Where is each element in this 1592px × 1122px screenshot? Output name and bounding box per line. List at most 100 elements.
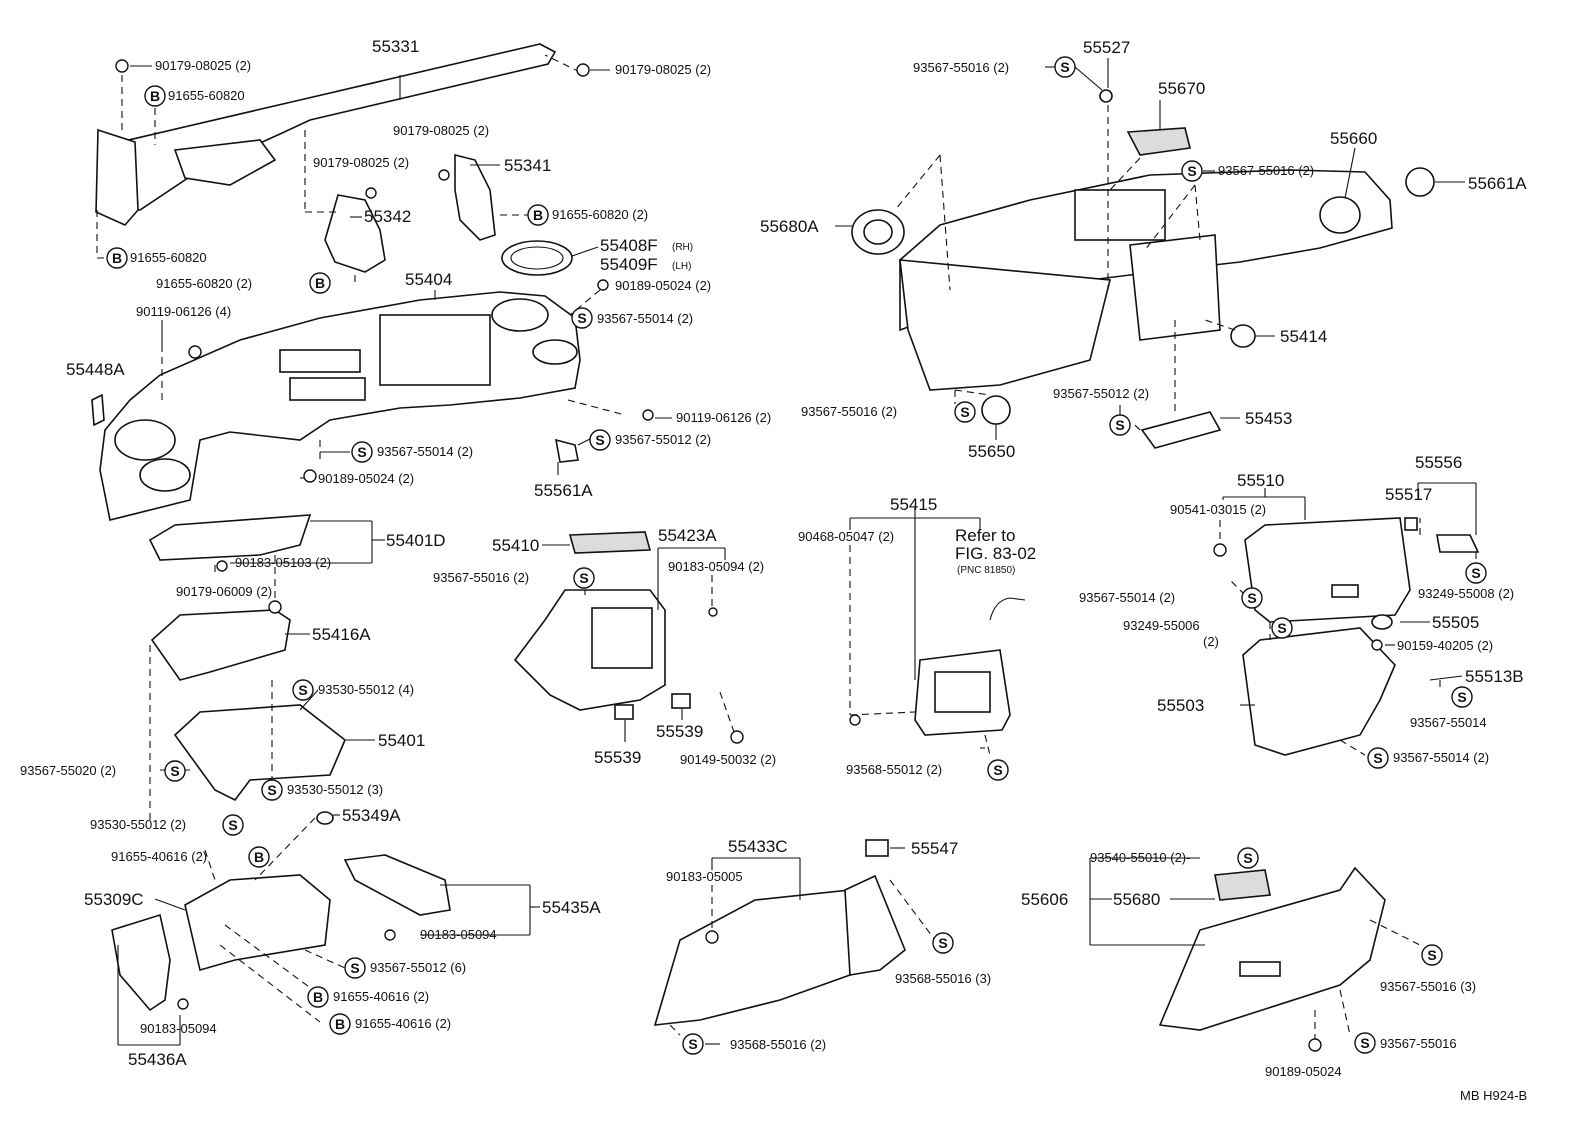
clip-55448a <box>91 393 105 427</box>
vent-55650 <box>981 395 1011 425</box>
label-55410: 55410 <box>492 536 539 555</box>
label-90183-05103: 90183-05103 (2) <box>235 555 331 570</box>
label-93249-55006: 93249-55006 <box>1123 618 1200 633</box>
switch-55680 <box>1214 869 1271 901</box>
footer-code: MB H924-B <box>1460 1088 1527 1103</box>
svg-text:S: S <box>1471 565 1480 581</box>
bolt-icon <box>1371 639 1383 651</box>
label-55436a: 55436A <box>128 1050 187 1069</box>
bracket-55401 <box>173 704 346 802</box>
s-symbol: S <box>1421 944 1443 966</box>
harness-wire <box>989 597 1026 621</box>
s-symbol: S <box>1054 56 1076 78</box>
label-55661a: 55661A <box>1468 174 1527 193</box>
svg-text:S: S <box>1373 750 1382 766</box>
label-90119-06126: 90119-06126 (4) <box>136 304 231 319</box>
panel-right-duct <box>532 339 578 365</box>
s-symbol: S <box>573 567 595 589</box>
bracket-55435a <box>343 854 451 916</box>
vent-55660 <box>1319 196 1361 234</box>
s-symbol: S <box>344 957 366 979</box>
fastener-symbols: B B B B S S S S S S S B S B B S S S S S … <box>106 56 1487 1055</box>
pad-55410 <box>568 531 652 554</box>
label-90179-08025: 90179-08025 (2) <box>393 123 489 138</box>
label-55556: 55556 <box>1415 453 1462 472</box>
svg-text:B: B <box>533 207 543 223</box>
b-symbol: B <box>106 247 128 269</box>
bolt-icon <box>642 409 654 421</box>
svg-text:B: B <box>112 250 122 266</box>
label-55408f: 55408F <box>600 236 658 255</box>
clip-55539-a <box>614 704 634 720</box>
label-93567-55014: 93567-55014 (2) <box>377 444 473 459</box>
label-90179-08025: 90179-08025 (2) <box>615 62 711 77</box>
label-93567-55014: 93567-55014 (2) <box>1079 590 1175 605</box>
panel-left-duct <box>139 458 191 492</box>
svg-text:S: S <box>350 960 359 976</box>
nut-icon <box>438 169 450 181</box>
svg-text:B: B <box>313 989 323 1005</box>
glove-box-latch <box>1331 584 1359 598</box>
svg-text:B: B <box>335 1016 345 1032</box>
b-symbol: B <box>307 986 329 1008</box>
label-90183-05094: 90183-05094 <box>420 927 497 942</box>
label-93567-55012: 93567-55012 (6) <box>370 960 466 975</box>
svg-text:B: B <box>150 88 160 104</box>
s-symbol: S <box>261 779 283 801</box>
dash-center-stack <box>1129 234 1221 341</box>
nut-icon <box>576 63 590 77</box>
svg-text:S: S <box>1243 850 1252 866</box>
panel-slot-2 <box>289 377 366 401</box>
label-55414: 55414 <box>1280 327 1327 346</box>
panel-cluster-opening <box>379 314 491 386</box>
label-55404: 55404 <box>405 270 452 289</box>
label-55342: 55342 <box>364 207 411 226</box>
clip-55539-b <box>671 693 691 709</box>
label-55561a: 55561A <box>534 481 593 500</box>
label-91655-40616: 91655-40616 (2) <box>333 989 429 1004</box>
label-93567-55016: 93567-55016 (2) <box>1218 163 1314 178</box>
stop-55517 <box>1404 517 1418 531</box>
label-55680a: 55680A <box>760 217 819 236</box>
label-93540-55010: 93540-55010 (2)- <box>1090 850 1190 865</box>
svg-text:S: S <box>938 935 947 951</box>
s-symbol: S <box>1367 747 1389 769</box>
label-55448a: 55448A <box>66 360 125 379</box>
bracket-55416a <box>150 609 291 681</box>
vent-55670 <box>1126 127 1191 156</box>
label-90183-05005: 90183-05005 <box>666 869 743 884</box>
s-symbol: S <box>1241 587 1263 609</box>
bezel-opening <box>934 671 991 713</box>
b-symbol: B <box>329 1013 351 1035</box>
svg-text:S: S <box>1060 59 1069 75</box>
lock-55505 <box>1371 614 1393 630</box>
b-symbol: B <box>527 204 549 226</box>
label-90119-06126: 90119-06126 (2) <box>676 410 771 425</box>
label-93567-55016: 93567-55016 (3) <box>1380 979 1476 994</box>
label-93567-55016: 93567-55016 (2) <box>801 404 897 419</box>
svg-text:S: S <box>1457 689 1466 705</box>
label-93567-55012: 93567-55012 (2) <box>1053 386 1149 401</box>
label-90468-05047: 90468-05047 (2) <box>798 529 894 544</box>
label-55660: 55660 <box>1330 129 1377 148</box>
svg-text:S: S <box>688 1036 697 1052</box>
dash-vent-opening <box>1074 189 1166 241</box>
label-93249-55006-qty: (2) <box>1203 634 1219 649</box>
label-93530-55012: 93530-55012 (2) <box>90 817 186 832</box>
glove-box-bin-55503 <box>1242 627 1396 756</box>
panel-pocket <box>1239 961 1281 977</box>
label-fig-83-02: FIG. 83-02 <box>955 544 1036 563</box>
b-symbol: B <box>248 846 270 868</box>
bolt-icon <box>730 730 744 744</box>
clip-55527 <box>1099 89 1113 103</box>
svg-text:S: S <box>170 763 179 779</box>
svg-text:S: S <box>1187 163 1196 179</box>
label-55510: 55510 <box>1237 471 1284 490</box>
s-symbol: S <box>682 1033 704 1055</box>
label-55415: 55415 <box>890 495 937 514</box>
s-symbol: S <box>954 401 976 423</box>
svg-text:B: B <box>254 849 264 865</box>
s-symbol: S <box>1354 1032 1376 1054</box>
